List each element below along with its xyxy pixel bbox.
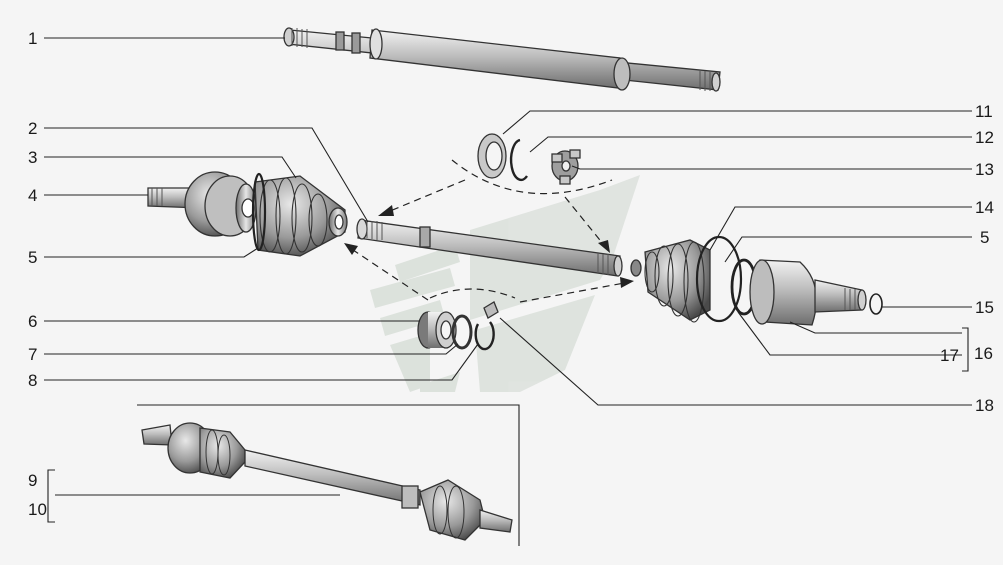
tripod-spider xyxy=(551,149,581,185)
callout-18: 18 xyxy=(975,396,994,415)
callout-7: 7 xyxy=(28,345,37,364)
circlip xyxy=(509,138,528,182)
callout-17: 17 xyxy=(940,346,959,365)
bushing xyxy=(417,311,457,349)
callout-10: 10 xyxy=(28,500,47,519)
intermediate-shaft xyxy=(283,27,721,92)
callout-9: 9 xyxy=(28,471,37,490)
callout-3: 3 xyxy=(28,148,37,167)
assembly-flow-arrows xyxy=(344,159,634,303)
spacer-ring xyxy=(477,133,507,179)
snap-ring xyxy=(451,314,473,350)
callout-14: 14 xyxy=(975,198,994,217)
leader-lines xyxy=(44,37,972,523)
clip xyxy=(474,321,495,351)
callout-6: 6 xyxy=(28,312,37,331)
inner-cv-joint-assembly xyxy=(147,171,348,257)
callout-8: 8 xyxy=(28,371,37,390)
callout-1: 1 xyxy=(28,29,37,48)
callout-12: 12 xyxy=(975,128,994,147)
callout-11: 11 xyxy=(975,102,993,121)
lock-tab xyxy=(483,301,499,319)
callout-15: 15 xyxy=(975,298,994,317)
callout-5-left: 5 xyxy=(28,248,37,267)
callout-13: 13 xyxy=(975,160,994,179)
outer-cv-joint-assembly xyxy=(630,235,867,326)
callout-16: 16 xyxy=(974,344,993,363)
assembly-inset xyxy=(137,404,520,546)
callout-4: 4 xyxy=(28,186,37,205)
drive-shaft xyxy=(356,218,623,277)
retaining-ring xyxy=(869,293,883,315)
callout-2: 2 xyxy=(28,119,37,138)
callout-5-right: 5 xyxy=(980,228,989,247)
callout-labels: 1 2 3 4 5 6 7 8 9 10 11 12 13 14 5 15 16… xyxy=(28,29,994,519)
watermark-logo xyxy=(370,175,640,392)
